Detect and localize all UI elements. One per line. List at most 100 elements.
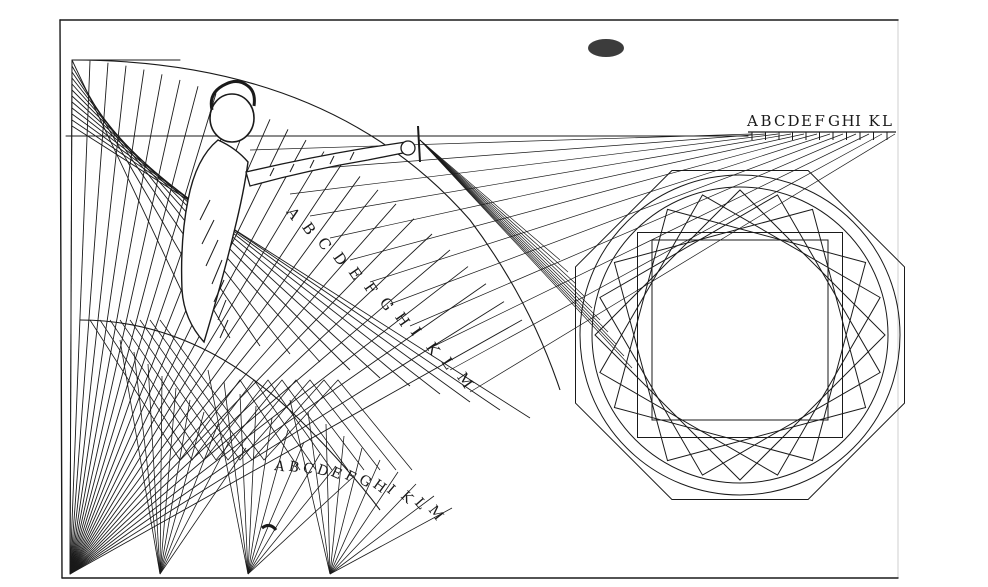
torso-shading [199, 199, 229, 339]
fan-ray [69, 62, 109, 575]
sight-ray [419, 139, 593, 309]
small-fan-ray [329, 447, 363, 575]
top-scale-label: L [882, 112, 892, 130]
sight-ray [419, 139, 617, 345]
rotated-square [599, 194, 881, 476]
fan-ray [69, 60, 91, 575]
small-fan-ray [247, 453, 321, 575]
hair [209, 79, 256, 111]
arc-label: H [391, 309, 413, 330]
fan-ray [69, 129, 289, 575]
zigzag-strand [129, 319, 365, 471]
arc-label: C [314, 234, 335, 254]
small-fan-ray [329, 435, 345, 575]
top-scale-label: E [801, 112, 812, 130]
sighting-rod [417, 125, 421, 163]
outer-circle [579, 174, 901, 496]
inner-square [651, 239, 829, 421]
top-scale-label: K [869, 112, 881, 130]
arc-label: B [298, 219, 319, 238]
plate-left-edge [59, 19, 63, 579]
hand [400, 140, 416, 156]
arc-label: I [407, 324, 425, 339]
zigzag-strand [159, 319, 413, 471]
sight-ray [419, 139, 633, 369]
fan-ray [69, 74, 163, 575]
fan-label: C [301, 460, 316, 478]
fan-ray [69, 93, 217, 575]
human-figure-with-sighting-rod [180, 79, 421, 344]
sight-ray [389, 133, 844, 305]
outer-arc [71, 59, 561, 391]
sight-ray [419, 139, 601, 321]
rotated-square [613, 208, 867, 462]
ink-blot [588, 39, 624, 57]
cross-ray [71, 113, 471, 403]
fan-label: D [315, 462, 331, 481]
small-fan-ray [119, 339, 161, 575]
arc-label: A [282, 203, 304, 223]
fan-ray [69, 176, 361, 575]
fan-label: A [272, 458, 286, 476]
sight-ray [329, 133, 805, 239]
fan-ray [69, 283, 487, 575]
cross-ray [71, 119, 501, 411]
top-scale-label: I [855, 112, 861, 130]
fan-ray [69, 163, 343, 575]
ink-smudge [261, 523, 278, 531]
fan-ray [69, 218, 415, 575]
small-fan-ray [329, 459, 381, 575]
arm [245, 141, 409, 187]
sight-ray [429, 133, 870, 349]
small-fan-ray [329, 507, 453, 575]
fan-ray [69, 65, 127, 575]
small-fan-ray [159, 411, 205, 575]
inner-circle [591, 186, 889, 484]
sight-ray [449, 133, 883, 371]
small-fan-ray [159, 435, 233, 575]
arc-label: D [329, 249, 351, 269]
zigzag-strand [149, 319, 397, 471]
fan-ray [69, 59, 73, 575]
sight-ray [419, 139, 625, 357]
top-scale-label: F [815, 112, 825, 130]
sight-ray [419, 139, 561, 261]
small-fan-ray [207, 369, 249, 575]
arc-label: M [453, 369, 477, 392]
small-fan-ray [247, 477, 353, 575]
sight-ray [309, 133, 792, 217]
small-fan-ray [247, 441, 305, 575]
sight-ray [419, 139, 577, 285]
fan-ray [69, 233, 433, 575]
sight-ray [369, 133, 831, 283]
small-fan-ray [307, 411, 331, 575]
sight-ray [349, 133, 818, 261]
sight-ray [419, 139, 609, 333]
small-fan-ray [159, 447, 247, 575]
fan-ray [69, 319, 523, 575]
sight-ray [469, 133, 896, 393]
cross-ray [71, 77, 291, 355]
small-fan-ray [247, 429, 289, 575]
zigzag-strand [89, 319, 301, 471]
small-fan-ray [159, 399, 191, 575]
top-scale-label: H [842, 112, 855, 130]
zigzag-strand [109, 319, 333, 471]
small-fan-ray [329, 495, 435, 575]
polygon-in-circle-figure [575, 170, 905, 500]
fan-ray [69, 151, 325, 575]
top-scale-label: C [774, 112, 785, 130]
sight-lines-to-scale [249, 133, 896, 393]
small-fan-ray [159, 375, 163, 575]
small-lower-fans [89, 319, 453, 575]
rotated-square [613, 208, 867, 462]
small-fan-ray [247, 405, 257, 575]
small-fan-ray [247, 465, 337, 575]
arc-label: E [345, 264, 366, 283]
arc-label: F [360, 279, 381, 298]
fan-label: B [287, 459, 300, 477]
rotated-square [594, 189, 886, 481]
rotated-square [599, 194, 881, 476]
